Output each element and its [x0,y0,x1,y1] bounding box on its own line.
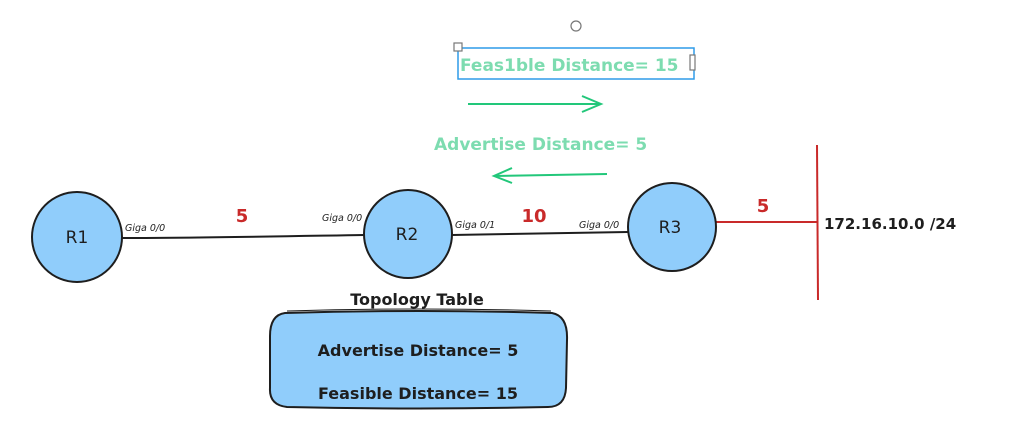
router-r2-label: R2 [396,225,419,245]
rotate-handle-icon[interactable] [570,20,582,32]
port-r1-giga00: Giga 0/0 [125,223,165,234]
link-r2-r3[interactable] [451,231,629,236]
router-r3-label: R3 [659,218,682,238]
topology-table-row: Advertise Distance= 5 [318,341,519,360]
network-label: 172.16.10.0 /24 [824,215,956,233]
arrow-left-icon [491,167,608,184]
topology-table[interactable]: Advertise Distance= 5 Feasible Distance=… [268,308,569,410]
feasible-distance-annotation[interactable]: Feas1ble Distance= 15 [453,20,696,80]
network-segment-line[interactable] [816,144,819,301]
port-r2-giga00: Giga 0/0 [322,213,362,224]
router-r1-label: R1 [66,228,89,248]
cost-r3-network: 5 [757,196,770,217]
router-r3[interactable]: R3 [627,182,717,272]
port-r3-giga00: Giga 0/0 [579,220,619,231]
arrow-right-icon [468,95,604,113]
cost-r1-r2: 5 [236,206,249,227]
resize-handle-top-left-icon[interactable] [453,42,463,52]
router-r2[interactable]: R2 [363,189,453,279]
port-r2-giga01: Giga 0/1 [455,220,495,231]
link-r1-r2[interactable] [121,234,365,239]
advertise-distance-annotation[interactable]: Advertise Distance= 5 [434,135,647,155]
cost-r2-r3: 10 [521,206,546,227]
topology-table-title: Topology Table [350,290,484,309]
router-r1[interactable]: R1 [31,191,123,283]
topology-table-row: Feasible Distance= 15 [318,384,518,403]
feasible-distance-text: Feas1ble Distance= 15 [460,56,679,76]
resize-handle-right-icon[interactable] [689,54,696,71]
